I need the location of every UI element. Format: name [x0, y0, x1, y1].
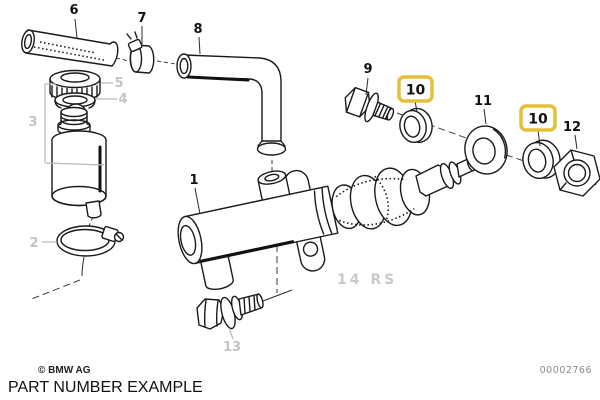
callout-1[interactable]: 1 — [189, 173, 198, 188]
callout-2[interactable]: 2 — [29, 236, 38, 251]
elbow-pipe-drawing — [176, 53, 287, 156]
pushrod-drawing — [415, 156, 476, 197]
callout-4[interactable]: 4 — [118, 92, 127, 107]
callout-6[interactable]: 6 — [69, 3, 78, 18]
seal-washer-left-drawing — [399, 107, 433, 143]
copyright-text: © BMW AG — [38, 365, 91, 376]
highlighted-callout-10-left[interactable]: 10 — [397, 75, 434, 103]
callout-7[interactable]: 7 — [137, 11, 146, 26]
hose-drawing — [21, 29, 119, 67]
callout-9[interactable]: 9 — [363, 62, 372, 77]
clamp-ring-drawing — [56, 225, 125, 257]
flange-bolt-drawing — [196, 293, 264, 330]
callout-8[interactable]: 8 — [193, 22, 202, 37]
highlighted-callout-10-left-label[interactable]: 10 — [406, 83, 426, 99]
nut-drawing — [553, 149, 600, 197]
callout-3[interactable]: 3 — [28, 115, 37, 130]
callout-13[interactable]: 13 — [223, 340, 241, 355]
highlighted-callout-10-right[interactable]: 10 — [519, 104, 557, 132]
callout-11[interactable]: 11 — [474, 94, 492, 109]
reservoir-bottle-drawing — [51, 106, 107, 219]
hose-clamp-drawing — [126, 31, 155, 74]
doc-number: 00002766 — [540, 365, 592, 376]
black-leader-lines — [74, 18, 578, 215]
banjo-eye-drawing — [464, 125, 508, 175]
callout-5[interactable]: 5 — [114, 76, 123, 91]
page-title: PART NUMBER EXAMPLE — [8, 379, 203, 396]
banjo-bolt-drawing — [344, 86, 395, 123]
watermark-text: 14 RS — [337, 272, 397, 288]
highlighted-callout-10-right-label[interactable]: 10 — [528, 112, 548, 128]
seal-washer-right-drawing — [522, 139, 561, 179]
master-cylinder-drawing — [177, 167, 431, 291]
gray-leader-lines — [42, 82, 234, 340]
callout-12[interactable]: 12 — [563, 120, 581, 135]
